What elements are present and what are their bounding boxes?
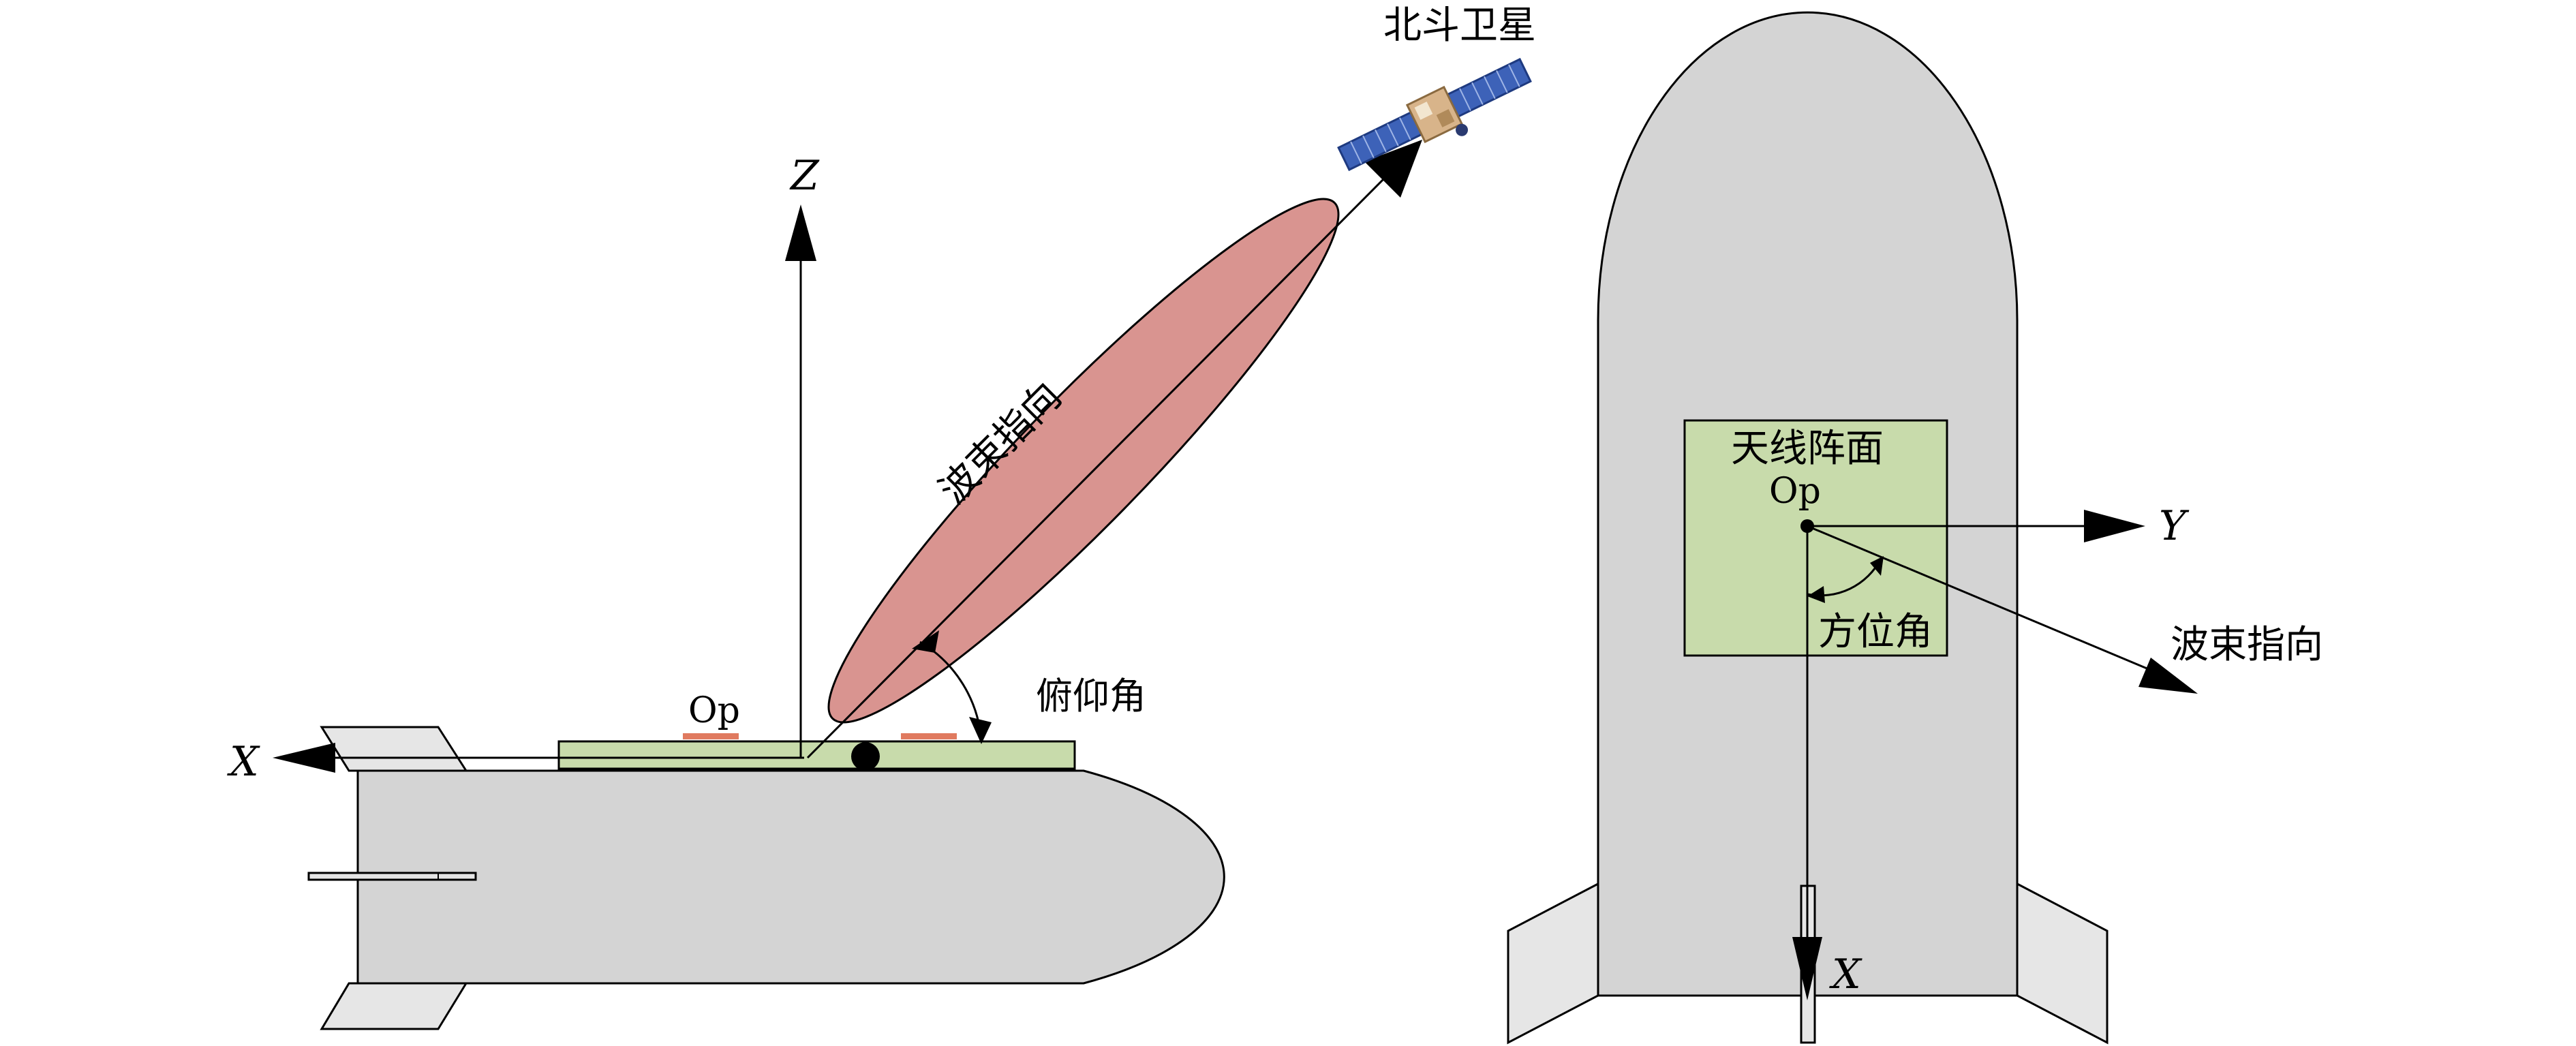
antenna-array-plate [557,740,1076,770]
beam-direction-arrowhead [1364,140,1422,198]
y-axis-label: Y [2159,502,2190,550]
beam-direction-line [806,174,1388,759]
azimuth-arc-arrowhead-right [1870,556,1884,576]
antenna-array-label: 天线阵面 [1731,427,1884,471]
origin-label-top: Op [1769,471,1821,512]
origin-label-side: Op [688,690,740,731]
azimuth-arc-arrowhead-left [1807,586,1825,603]
elevation-angle-label: 俯仰角 [1036,675,1146,718]
x-axis-side-label: X [227,738,260,786]
satellite-icon [1337,57,1532,172]
azimuth-angle-label: 方位角 [1818,610,1933,654]
y-axis-arrowhead [2084,510,2145,542]
x-axis-side-arrowhead [273,743,335,773]
missile-body-side [356,769,1225,985]
top-view-fin-right [2016,882,2109,1045]
x-axis-top-label: X [1829,951,1862,998]
z-axis-arrowhead [785,204,816,261]
pivot-dot [851,742,880,771]
tail-fin-bottom [320,982,468,1030]
top-view-fin-left [1507,882,1599,1045]
x-axis-top-arrowhead [1792,937,1822,1000]
antenna-element-right [901,733,957,739]
z-axis-label: Z [789,152,820,200]
top-view: Y X 天线阵面 Op 方位角 波束指向 [1507,11,2323,1045]
beam-direction-label-top: 波束指向 [2171,623,2323,667]
side-view: X Z Op 俯仰角 波束指向 [227,3,1536,1030]
beam-direction-line-top [1807,525,2154,673]
side-fin-slot [307,872,477,881]
antenna-element-left [683,733,739,739]
elevation-arc-arrowhead-lower [969,717,992,744]
tail-fin-top [320,726,468,772]
antenna-array-top [1683,419,1948,657]
beam-direction-top-arrowhead [2138,658,2198,694]
beam-lobe [827,198,1340,724]
elevation-arc-arrowhead-upper [912,630,939,653]
satellite-label: 北斗卫星 [1383,3,1536,48]
